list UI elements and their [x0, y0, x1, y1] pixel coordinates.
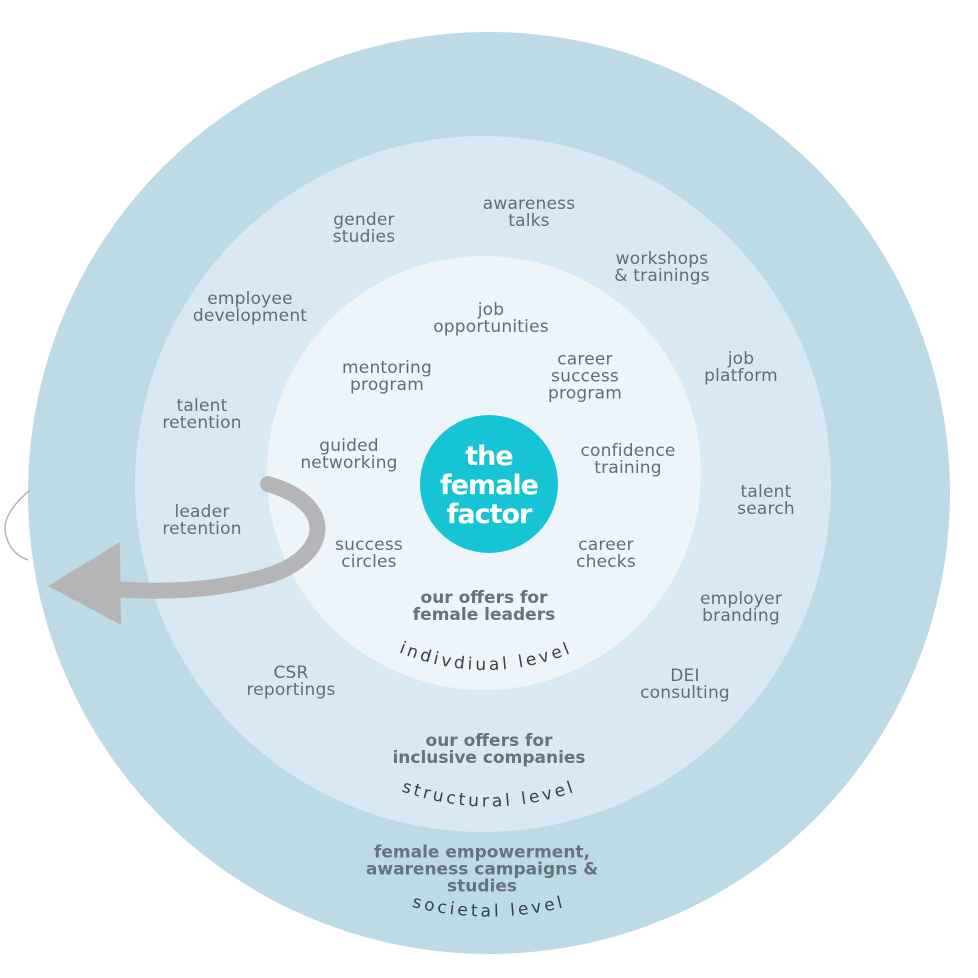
offer-awareness-talks: awareness talks	[482, 194, 576, 231]
individual-heading: our offers for female leaders	[412, 588, 556, 625]
offer-gender-studies: gender studies	[332, 210, 396, 247]
offer-success-circles: success circles	[335, 535, 403, 572]
offer-job-opportunities: job opportunities	[433, 300, 549, 337]
curved-arrow	[4, 476, 326, 625]
offer-employer-branding: employer branding	[699, 589, 783, 626]
arrow-head	[48, 542, 121, 625]
logo-line: the	[465, 441, 513, 472]
offer-guided-networking: guided networking	[300, 436, 398, 473]
offer-csr-reportings: CSR reportings	[246, 663, 336, 700]
offer-talent-search: talent search	[737, 482, 795, 519]
offer-job-platform: job platform	[704, 349, 778, 386]
arrow-tail-arc	[4, 489, 31, 561]
offer-employee-development: employee development	[192, 289, 308, 326]
offer-workshops-trainings: workshops & trainings	[614, 249, 710, 286]
logo-line: female	[440, 470, 539, 501]
offer-career-checks: career checks	[576, 535, 636, 572]
structural-heading: our offers for inclusive companies	[392, 731, 586, 768]
societal-heading: female empowerment, awareness campaigns …	[365, 842, 599, 897]
offer-mentoring-program: mentoring program	[342, 358, 432, 395]
offer-confidence-training: confidence training	[580, 441, 676, 478]
offer-talent-retention: talent retention	[162, 396, 242, 433]
arrow-loop-stroke	[107, 476, 326, 599]
offer-career-success-program: career success program	[548, 349, 622, 404]
the-female-factor-logo: the female factor	[420, 415, 558, 553]
offer-dei-consulting: DEI consulting	[640, 666, 730, 703]
offer-leader-retention: leader retention	[162, 502, 242, 539]
logo-line: factor	[446, 499, 533, 530]
